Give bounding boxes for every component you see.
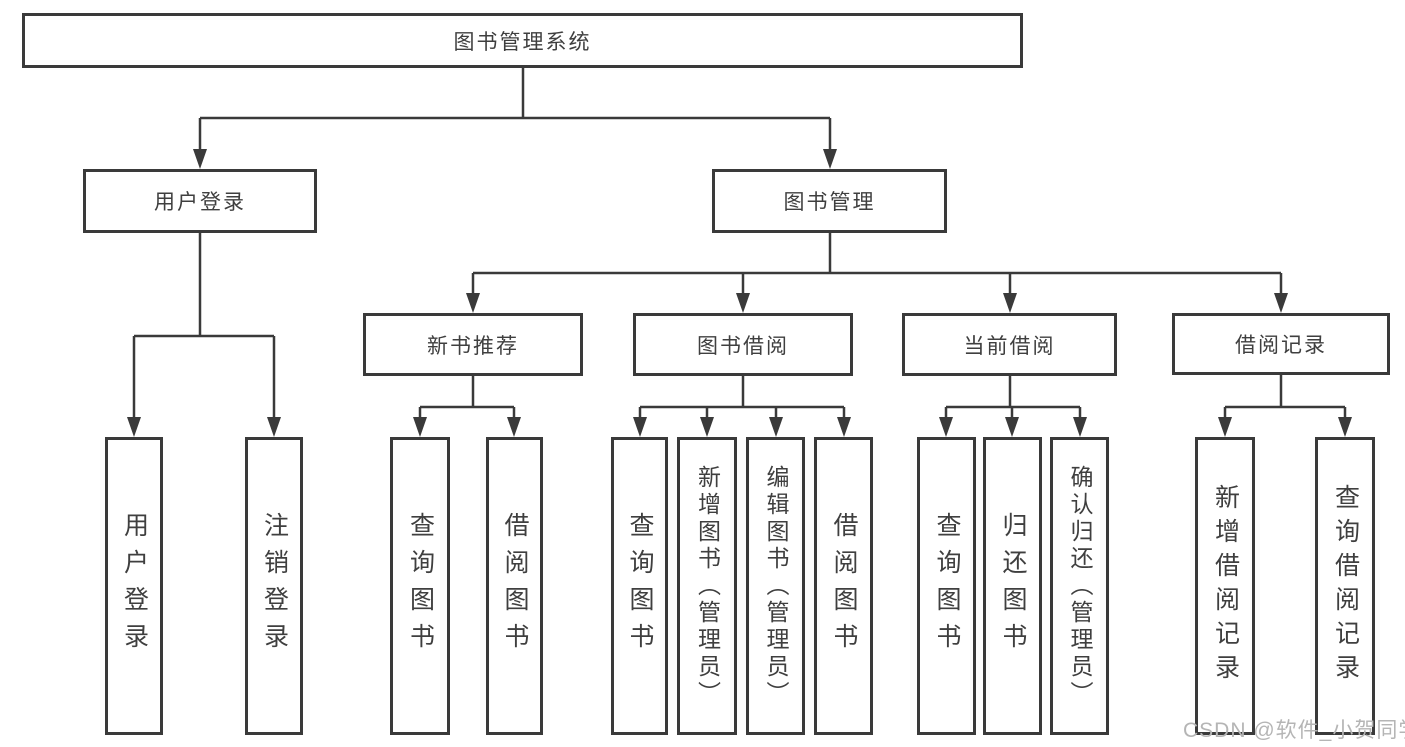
- node-borrow-records: 借阅记录: [1172, 313, 1390, 375]
- leaf-user-login: 用户登录: [105, 437, 163, 735]
- leaf-borrowing-edit-book-admin: 编辑图书（管理员）: [746, 437, 805, 735]
- leaf-recommend-query-book: 查询图书: [390, 437, 450, 735]
- node-current-borrowing: 当前借阅: [902, 313, 1117, 376]
- node-book-management: 图书管理: [712, 169, 947, 233]
- leaf-current-query-book: 查询图书: [917, 437, 976, 735]
- leaf-borrowing-borrow-book: 借阅图书: [814, 437, 873, 735]
- node-library-system: 图书管理系统: [22, 13, 1023, 68]
- node-new-book-recommend: 新书推荐: [363, 313, 583, 376]
- leaf-logout: 注销登录: [245, 437, 303, 735]
- leaf-current-return-book: 归还图书: [983, 437, 1042, 735]
- leaf-records-query-record: 查询借阅记录: [1315, 437, 1375, 735]
- leaf-current-confirm-return-admin: 确认归还（管理员）: [1050, 437, 1109, 735]
- leaf-borrowing-add-book-admin: 新增图书（管理员）: [677, 437, 737, 735]
- leaf-borrowing-query-book: 查询图书: [611, 437, 668, 735]
- leaf-records-add-record: 新增借阅记录: [1195, 437, 1255, 735]
- csdn-watermark: CSDN @软件_小贺同学: [1183, 719, 1405, 742]
- leaf-recommend-borrow-book: 借阅图书: [486, 437, 543, 735]
- node-book-borrowing: 图书借阅: [633, 313, 853, 376]
- node-user-login: 用户登录: [83, 169, 317, 233]
